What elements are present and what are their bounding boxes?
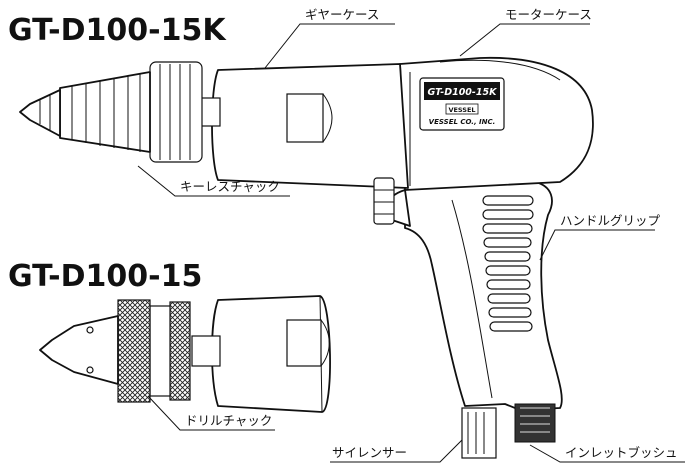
inlet-bush — [514, 403, 556, 443]
callout-lines — [137, 23, 685, 463]
gear-case-window — [286, 93, 324, 143]
nameplate-brand: VESSEL — [448, 106, 475, 114]
nameplate: GT-D100-15K VESSEL VESSEL CO., INC. — [419, 77, 505, 131]
label-handle-grip: ハンドルグリップ — [560, 213, 661, 228]
nameplate-company: VESSEL CO., INC. — [429, 118, 496, 126]
label-inlet-bush: インレットブッシュ — [565, 445, 678, 460]
label-drill-chuck: ドリルチャック — [185, 413, 272, 428]
label-keyless-chuck: キーレスチャック — [180, 179, 280, 194]
nameplate-model: GT-D100-15K — [428, 87, 498, 98]
drill-chuck-assembly — [39, 295, 331, 413]
label-gear-case: ギヤーケース — [305, 7, 379, 22]
silencer — [461, 407, 497, 459]
throttle-knob — [373, 177, 395, 225]
model-title-keyless: GT-D100-15K — [8, 13, 227, 48]
keyless-chuck — [19, 61, 221, 163]
grip-ridges — [482, 195, 534, 332]
label-silencer: サイレンサー — [332, 445, 407, 460]
label-motor-case: モーターケース — [505, 7, 592, 22]
model-title-chuck: GT-D100-15 — [8, 259, 202, 294]
